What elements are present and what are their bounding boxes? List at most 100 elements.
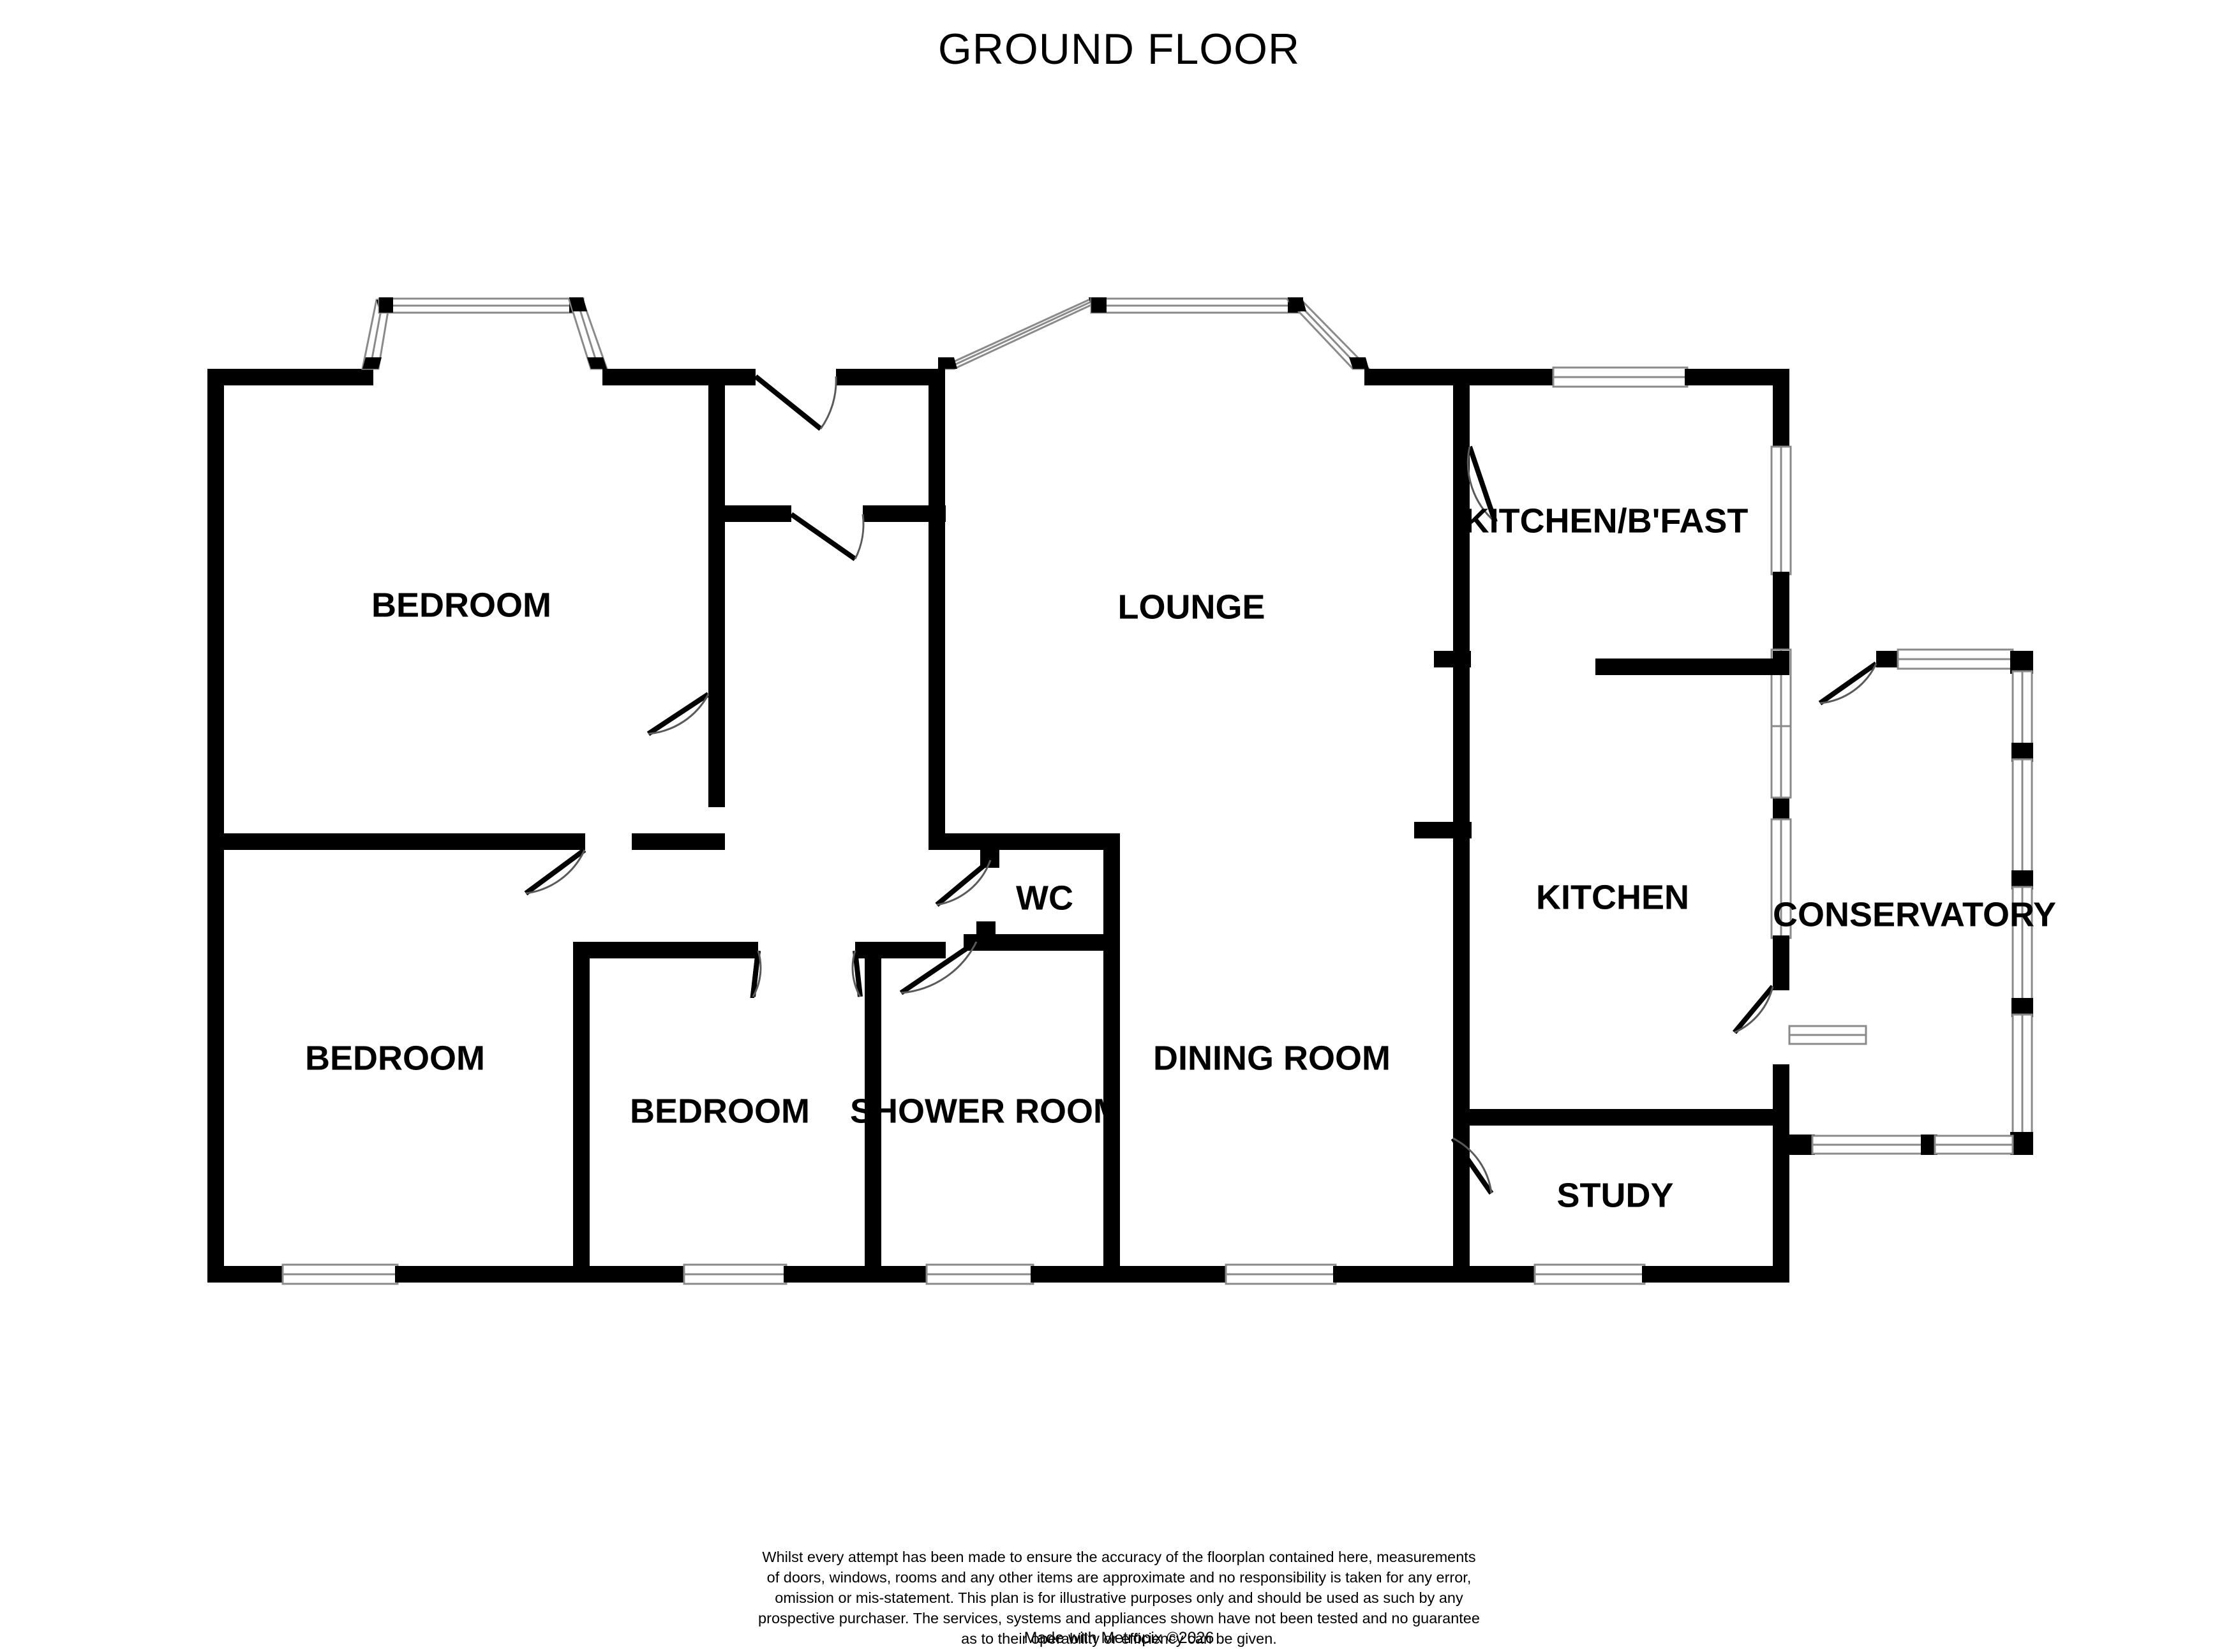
disclaimer-line-1: Whilst every attempt has been made to en… [762, 1549, 1476, 1565]
wall-bottom-seg-1 [207, 1266, 284, 1283]
wall-hall-left-lower [708, 504, 725, 807]
door-wc-lower [899, 939, 978, 995]
door-wc-upper [935, 858, 992, 907]
wall-study-top [1453, 1109, 1789, 1126]
disclaimer-text: Whilst every attempt has been made to en… [0, 1547, 2238, 1649]
door-hall-top-left [754, 374, 837, 431]
room-label-conservatory: CONSERVATORY [1773, 895, 2056, 934]
window-bottom-3 [925, 1263, 1034, 1285]
bay-window-lounge [937, 297, 1371, 370]
wall-bedroom1-bottom [207, 833, 585, 850]
wall-lounge-right-upper [1453, 369, 1470, 656]
room-label-kitchen: KITCHEN [1536, 878, 1689, 916]
wall-lounge-left-upper [929, 369, 945, 524]
room-label-kitchen-bfast: KITCHEN/B'FAST [1465, 502, 1749, 540]
wall-lounge-left-mid [929, 504, 945, 841]
window-conservatory-top [1897, 648, 2014, 670]
window-conservatory-left-1 [1770, 725, 1792, 799]
wall-lounge-right-lower [1453, 651, 1470, 823]
wall-right-exterior-bottom [1773, 1059, 1789, 1283]
wall-wc-right [1103, 833, 1120, 942]
wall-bottom-seg-4 [1031, 1266, 1228, 1283]
wall-stub-lounge-kitchen-2 [1414, 822, 1472, 838]
room-label-bedroom-3: BEDROOM [630, 1092, 810, 1130]
conservatory-post-topright [2010, 651, 2033, 674]
window-bottom-1 [281, 1263, 399, 1285]
wall-bedroom3-top [573, 942, 758, 958]
door-bedroom-3 [750, 950, 762, 998]
wall-dining-left [1103, 934, 1120, 1283]
wall-hall-stub-right [863, 505, 946, 522]
window-bottom-4 [1225, 1263, 1337, 1285]
window-conservatory-left-2 [1772, 1059, 1791, 1064]
window-kitchen-bfast-right [1770, 445, 1792, 576]
window-kitchen-right-lower [1770, 818, 1792, 939]
conservatory-post-top-a [1876, 651, 1899, 667]
wall-top-left [207, 369, 373, 385]
wall-top-mid-b [836, 369, 938, 385]
room-label-study: STUDY [1556, 1176, 1673, 1214]
wall-bottom-seg-5 [1333, 1266, 1537, 1283]
door-shower-room [851, 950, 863, 997]
room-label-lounge: LOUNGE [1117, 588, 1265, 626]
door-kitchen-to-conservatory [1818, 661, 1878, 706]
disclaimer-line-2: of doors, windows, rooms and any other i… [766, 1569, 1472, 1586]
wall-cupboard-divider [708, 505, 791, 522]
outer-walls-group [207, 297, 1792, 1285]
wall-right-exterior-mid1 [1773, 572, 1789, 652]
conservatory-post-bottomright [2010, 1132, 2033, 1155]
disclaimer-line-3: omission or mis-statement. This plan is … [775, 1589, 1463, 1606]
wall-dining-right-upper [1453, 822, 1470, 1283]
room-label-shower-room: SHOWER ROOM [850, 1092, 1122, 1130]
wall-right-exterior-mid3 [1773, 935, 1789, 990]
bay-window-bedroom-1 [361, 297, 609, 370]
window-conservatory-bottom-2 [1934, 1135, 2014, 1155]
wall-top-kitchen-b [1685, 369, 1787, 385]
window-conservatory-right-2 [2011, 758, 2033, 874]
room-labels-group: BEDROOM BEDROOM BEDROOM SHOWER ROOM WC L… [305, 502, 2056, 1214]
window-conservatory-right-3 [2011, 886, 2033, 1002]
disclaimer-line-4: prospective purchaser. The services, sys… [758, 1610, 1480, 1626]
wall-stub-lounge-kitchen-1 [1434, 651, 1471, 667]
wall-bottom-seg-2 [395, 1266, 687, 1283]
window-conservatory-right-1 [2011, 670, 2033, 747]
disclaimer-line-5: as to their operability or efficiency ca… [961, 1630, 1277, 1647]
wall-kitchen-bfast-bottom [1595, 659, 1789, 675]
window-conservatory-left-3 [1788, 1025, 1867, 1045]
door-hall-cupboard [789, 512, 865, 562]
wall-top-kitchen-a [1461, 369, 1557, 385]
wall-hall-left-upper [708, 369, 725, 524]
wall-bedroom1-bottom-b [632, 833, 725, 850]
wall-top-mid-a [602, 369, 756, 385]
wall-shower-left [865, 942, 881, 1283]
conservatory-post-topleft [1773, 651, 1789, 667]
room-label-bedroom-2: BEDROOM [305, 1039, 485, 1077]
wall-left-exterior [207, 369, 224, 1283]
wall-bottom-seg-6 [1642, 1266, 1789, 1283]
window-bottom-5 [1533, 1263, 1646, 1285]
room-label-dining-room: DINING ROOM [1153, 1039, 1391, 1077]
conservatory-group [1770, 648, 2033, 1155]
wall-bottom-seg-3 [784, 1266, 929, 1283]
door-kitchen-bfast [1466, 445, 1498, 523]
wall-bedroom3-left [573, 942, 590, 1283]
interior-walls-group [207, 369, 1789, 1283]
wall-right-exterior-top [1773, 369, 1789, 452]
door-bedroom-1 [646, 692, 710, 736]
wall-lounge-bottom [929, 833, 1120, 850]
door-kitchen-to-conservatory-lower [1732, 985, 1775, 1034]
conservatory-post-bottom-left [1789, 1135, 1815, 1155]
room-label-bedroom-1: BEDROOM [371, 586, 551, 624]
wall-wc-door-jamb [976, 921, 996, 939]
doors-group [524, 374, 1878, 1195]
door-study [1451, 1136, 1494, 1195]
credit-text: Made with Metropix ©2026 [1024, 1629, 1214, 1647]
window-conservatory-bottom-1 [1811, 1135, 1925, 1155]
room-label-wc: WC [1016, 879, 1073, 917]
door-bedroom-2 [524, 847, 586, 896]
window-kitchen-bfast-top [1552, 366, 1689, 388]
window-bottom-2 [683, 1263, 787, 1285]
page-title: GROUND FLOOR [937, 25, 1301, 73]
